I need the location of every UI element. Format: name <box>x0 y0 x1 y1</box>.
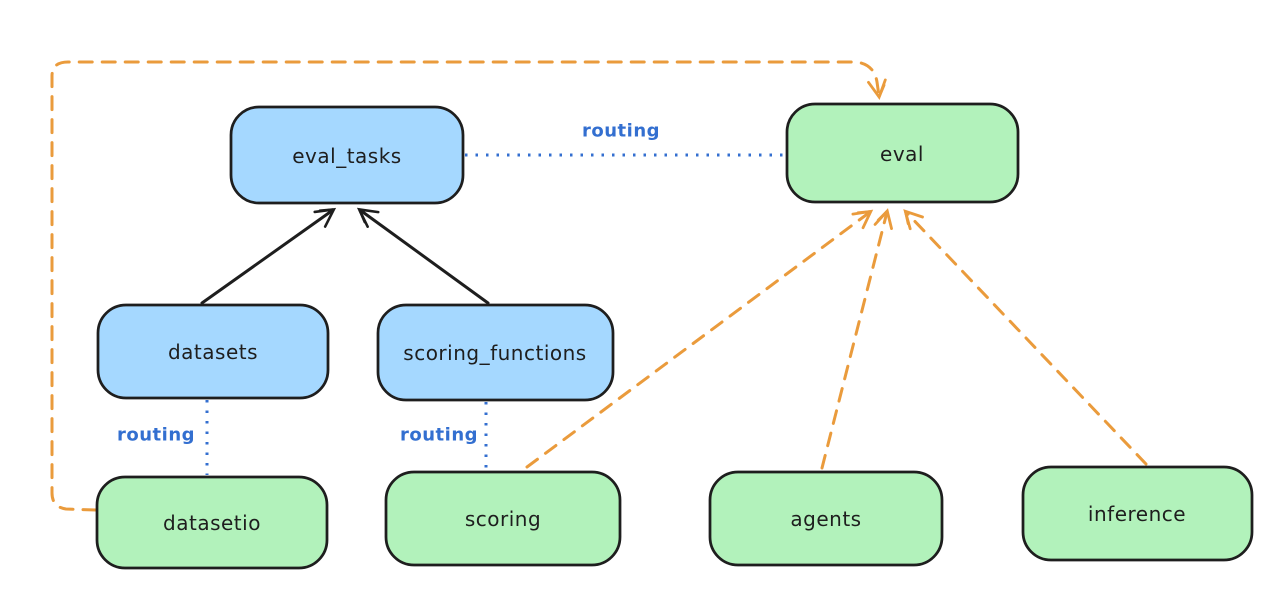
node-datasets-box <box>96 303 330 400</box>
edge-scoring-functions-to-eval-tasks <box>356 207 490 305</box>
node-datasets-label: datasets <box>168 340 258 364</box>
node-datasets: datasets <box>96 303 330 400</box>
node-eval: eval <box>785 102 1020 204</box>
edge-inference-to-eval <box>903 209 1148 466</box>
edge-label-routing-eval-tasks-eval: routing <box>582 121 660 142</box>
node-inference: inference <box>1021 465 1254 562</box>
node-inference-label: inference <box>1088 502 1186 526</box>
node-agents: agents <box>708 470 944 567</box>
node-scoring: scoring <box>384 470 622 567</box>
node-datasetio-box <box>95 475 329 570</box>
edge-datasetio-to-eval <box>50 60 887 512</box>
edge-scoring-to-eval <box>525 209 874 469</box>
node-agents-label: agents <box>790 507 861 531</box>
edge-datasets-to-eval-tasks <box>200 207 337 305</box>
node-inference-box <box>1021 465 1254 562</box>
node-eval-tasks: eval_tasks <box>229 105 465 205</box>
node-eval-tasks-label: eval_tasks <box>292 144 401 168</box>
node-scoring-functions-label: scoring_functions <box>403 341 586 365</box>
node-scoring-functions-box <box>376 303 615 402</box>
edge-label-routing-datasets-datasetio: routing <box>117 425 195 446</box>
node-datasetio: datasetio <box>95 475 329 570</box>
node-eval-label: eval <box>880 142 924 166</box>
node-datasetio-label: datasetio <box>163 511 261 535</box>
node-scoring-functions: scoring_functions <box>376 303 615 402</box>
edge-label-routing-scoring-functions-scoring: routing <box>400 425 478 446</box>
node-agents-box <box>708 470 944 567</box>
node-scoring-label: scoring <box>465 507 541 531</box>
edge-agents-to-eval <box>820 208 893 470</box>
node-eval-box <box>785 102 1020 204</box>
node-scoring-box <box>384 470 622 567</box>
node-eval-tasks-box <box>229 105 465 205</box>
